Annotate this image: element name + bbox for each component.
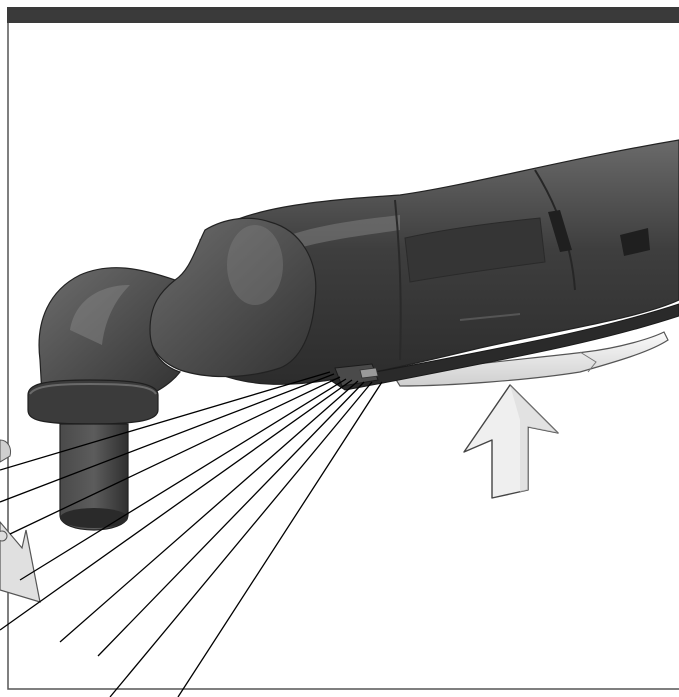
- body-texture: [459, 313, 521, 321]
- leader-line-5: [0, 379, 353, 631]
- elbow-highlight: [70, 285, 130, 345]
- body-highlight: [255, 215, 400, 262]
- left-dot: [0, 530, 8, 542]
- body-slot-2: [620, 228, 650, 256]
- up-arrow-shade: [510, 385, 558, 492]
- elbow-collar: [27, 379, 159, 425]
- body-slot: [548, 210, 572, 252]
- header-bar: [7, 7, 679, 23]
- body-lower-ridge: [328, 303, 679, 391]
- frame-border: [7, 23, 679, 690]
- leader-line-6: [59, 380, 359, 643]
- head-highlight: [227, 225, 283, 305]
- leader-lines: [0, 371, 383, 697]
- body-panel: [404, 217, 546, 283]
- leader-line-9: [177, 381, 383, 697]
- leader-line-7: [97, 381, 365, 657]
- leader-line-1: [0, 371, 331, 471]
- left-fragment: [0, 439, 11, 463]
- body-seam: [394, 199, 402, 361]
- elbow-collar-top: [29, 382, 157, 395]
- leader-line-4: [19, 378, 347, 581]
- down-left-arrow-icon: [0, 521, 41, 603]
- tool-head: [147, 217, 317, 378]
- leader-line-8: [109, 381, 373, 697]
- leader-line-2: [0, 373, 335, 503]
- trigger-edge: [579, 351, 597, 373]
- trigger-paddle: [394, 331, 669, 387]
- leader-line-3: [9, 376, 341, 535]
- up-arrow-icon: [463, 384, 559, 499]
- tool-elbow: [38, 267, 181, 396]
- lever-tab: [359, 367, 379, 379]
- shaft-end: [60, 508, 128, 528]
